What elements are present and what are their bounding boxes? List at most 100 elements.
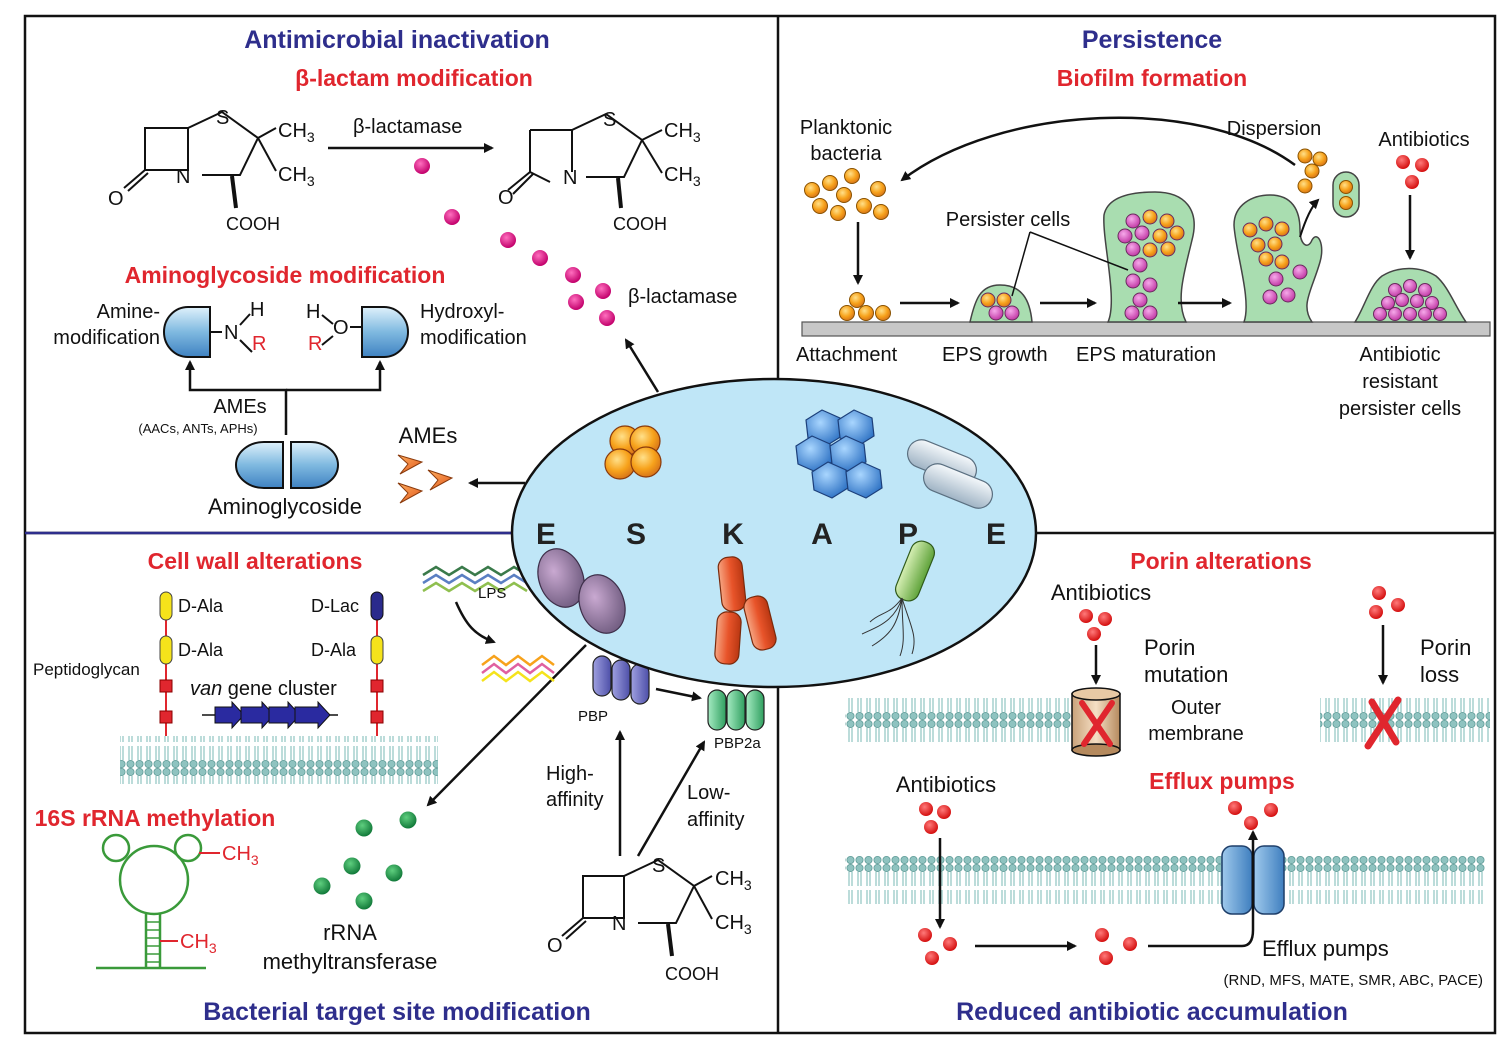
lps-before [422, 565, 528, 593]
penicillin-molecule [561, 858, 713, 957]
persister-cells-label: Persister cells [946, 209, 1070, 231]
rrna-base-pairs [146, 921, 160, 963]
ch3-label: CH [222, 843, 251, 865]
cell-wall-heading: Cell wall alterations [148, 548, 363, 574]
porin-heading: Porin alterations [1130, 548, 1311, 574]
atom-h: H [250, 299, 264, 321]
eps-maturation-label: EPS maturation [1076, 344, 1216, 366]
svg-text:van gene cluster: van gene cluster [190, 678, 337, 700]
attached-cells [839, 292, 891, 321]
antibiotic-dots [1396, 155, 1429, 189]
atom-h: H [306, 301, 320, 323]
ame-arrow-left [185, 360, 288, 435]
antibiotics-label: Antibiotics [1378, 129, 1469, 151]
panel-title: Antimicrobial inactivation [244, 26, 550, 54]
mature-cells [1117, 209, 1185, 321]
ch3-label: CH [180, 931, 209, 953]
pseudomonas-icon [861, 540, 936, 657]
pbp2a-label: PBP2a [714, 735, 761, 752]
panel-title: Persistence [1082, 26, 1222, 54]
biofilm-heading: Biofilm formation [1057, 65, 1247, 91]
resistant-persister-cells [1373, 279, 1447, 321]
attachment-label: Attachment [796, 344, 898, 366]
dispersion-arrow [900, 116, 1296, 182]
pbp-native [592, 655, 650, 705]
outer-line1: Outer [1171, 697, 1221, 719]
efflux-pumps-label: Efflux pumps [1262, 936, 1389, 961]
block-x-icon [1079, 700, 1115, 747]
ame-arrow-right [286, 360, 385, 392]
pointer-line [1029, 231, 1129, 271]
svg-text:CH3: CH3 [278, 120, 315, 145]
subscript-3: 3 [307, 129, 315, 145]
panel-antimicrobial-inactivation: Antimicrobial inactivation β-lactam modi… [53, 26, 737, 519]
eskape-cell: E S K A P E [510, 377, 1038, 689]
svg-text:CH3: CH3 [664, 120, 701, 145]
atom-o: O [333, 317, 349, 339]
rrna-enzyme-line1: rRNA [323, 920, 377, 945]
aminoglycoside-label: Aminoglycoside [208, 494, 362, 519]
panel-reduced-accumulation: Porin alterations Antibiotics Porin muta… [845, 548, 1490, 1026]
eps-fragment [1332, 171, 1360, 218]
atom-o: O [108, 188, 124, 210]
rrna-heading: 16S rRNA methylation [35, 805, 276, 831]
van-rest: gene cluster [222, 678, 337, 700]
efflux-antibiotics-label: Antibiotics [896, 772, 996, 797]
ch3-label: CH [278, 164, 307, 186]
ames-sub-label: (AACs, ANTs, APHs) [138, 421, 257, 436]
d-ala-label: D-Ala [178, 640, 224, 660]
eskape-letter: A [811, 518, 833, 551]
outer-line2: membrane [1148, 723, 1244, 745]
subscript-3: 3 [307, 173, 315, 189]
atom-o: O [547, 935, 563, 957]
aminoglycoside-half-left [163, 306, 211, 358]
van-italic: van [190, 678, 222, 700]
hydrolyzed-beta-lactam-molecule [507, 112, 663, 209]
dispersed-cells [1297, 148, 1328, 194]
antibiotic-dots [1369, 586, 1405, 619]
antibiotic-dots [918, 928, 957, 965]
porin-loss-line2: loss [1420, 662, 1459, 687]
efflux-out-arrow [1148, 830, 1258, 948]
subscript-3: 3 [209, 940, 217, 956]
eps-cells [980, 292, 1020, 321]
porin-mutation-line1: Porin [1144, 635, 1195, 660]
beta-lactamase-dots [444, 209, 615, 326]
subscript-3: 3 [744, 921, 752, 937]
peptidoglycan-unit [159, 679, 173, 693]
beta-lactamase-arrow-label: β-lactamase [353, 116, 462, 138]
svg-text:CH3: CH3 [222, 843, 259, 868]
rrna-enzyme-line2: methyltransferase [263, 949, 438, 974]
arrow-to-beta-lactamase [624, 338, 660, 393]
pbp-to-pbp2a-arrow [655, 687, 702, 702]
cooh-label: COOH [226, 214, 280, 234]
ch3-label: CH [278, 120, 307, 142]
antibiotic-dots [1079, 609, 1112, 641]
atom-n: N [224, 322, 238, 344]
atom-n: N [176, 166, 190, 188]
enterococcus-icon [537, 548, 626, 634]
d-ala-label: D-Ala [311, 640, 357, 660]
eskape-letter: E [536, 518, 556, 551]
atom-o: O [498, 187, 514, 209]
block-x-icon [1364, 696, 1402, 750]
svg-text:CH3: CH3 [664, 164, 701, 189]
acinetobacter-icon [795, 409, 883, 499]
beta-lactamase-label: β-lactamase [628, 286, 737, 308]
lps-label: LPS [478, 585, 506, 602]
dispersion-label: Dispersion [1227, 118, 1321, 140]
klebsiella-icon [714, 556, 777, 665]
efflux-heading: Efflux pumps [1149, 768, 1295, 794]
antibiotic-dots [1095, 928, 1137, 965]
porin-antibiotics-label: Antibiotics [1051, 580, 1151, 605]
atom-r: R [308, 333, 322, 355]
methyltransferase-dots [313, 811, 417, 910]
inner-membrane [845, 856, 1485, 904]
peptidoglycan-label: Peptidoglycan [33, 660, 140, 679]
high-line2: affinity [546, 789, 603, 811]
d-lac-residue [370, 591, 384, 621]
d-lac-label: D-Lac [311, 596, 359, 616]
atom-n: N [612, 913, 626, 935]
cooh-label: COOH [665, 964, 719, 984]
peptidoglycan-unit [370, 710, 384, 724]
